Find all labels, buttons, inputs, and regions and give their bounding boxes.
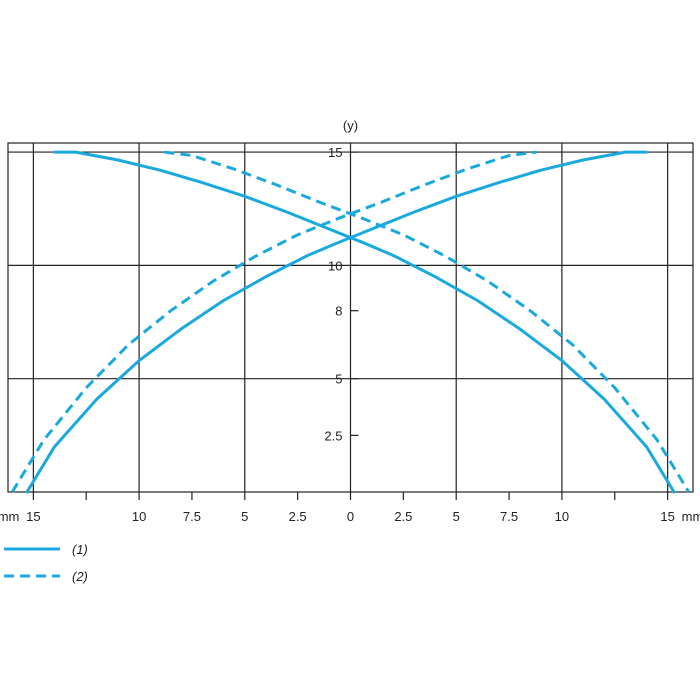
plot-series (10, 150, 691, 494)
x-tick-label: 7.5 (183, 509, 201, 524)
y-axis-label: (y) (343, 118, 358, 133)
x-axis-ticks: 15 10 7.5 5 2.5 0 2.5 5 7.5 10 15 mm mm (0, 492, 700, 524)
x-tick-label: 5 (453, 509, 460, 524)
series-line-2 (10, 150, 537, 493)
y-tick-label: 2.5 (324, 428, 342, 443)
x-tick-label: 15 (660, 509, 674, 524)
x-tick-label: 15 (26, 509, 40, 524)
series-line-1 (53, 150, 676, 494)
series-line-1 (25, 150, 648, 494)
y-tick-label: 15 (328, 145, 342, 160)
x-tick-label: 2.5 (394, 509, 412, 524)
x-tick-label: 7.5 (500, 509, 518, 524)
legend: (1) (2) (4, 542, 88, 584)
y-axis: (y) 2.5 5 8 10 15 (324, 118, 359, 492)
x-tick-label: 10 (555, 509, 569, 524)
y-tick-label: 5 (335, 372, 342, 387)
x-unit-left: mm (0, 509, 19, 524)
x-tick-label: 5 (241, 509, 248, 524)
legend-label-1: (1) (72, 542, 88, 557)
legend-label-2: (2) (72, 569, 88, 584)
x-unit-right: mm (682, 509, 700, 524)
x-tick-label: 2.5 (289, 509, 307, 524)
x-tick-label: 0 (347, 509, 354, 524)
x-tick-label: 10 (132, 509, 146, 524)
y-tick-label: 8 (335, 304, 342, 319)
y-tick-label: 10 (328, 258, 342, 273)
series-line-2 (164, 150, 691, 493)
